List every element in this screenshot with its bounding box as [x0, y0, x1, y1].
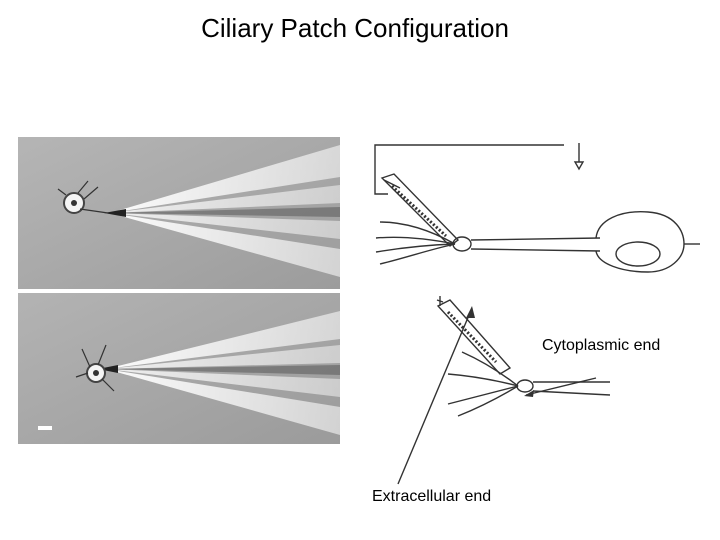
- label-extracellular-end: Extracellular end: [372, 488, 492, 505]
- circuit-wire: [374, 144, 564, 195]
- detached-patch: [516, 379, 534, 393]
- slide-title: Ciliary Patch Configuration: [201, 13, 509, 43]
- ground-icon: [573, 161, 585, 171]
- scale-bar: [38, 426, 52, 430]
- micrograph-top: [18, 137, 340, 289]
- arrow-cytoplasmic: [525, 377, 597, 396]
- arrow-extracellular: [397, 307, 473, 485]
- micrograph-bottom: [18, 293, 340, 444]
- nucleus: [615, 241, 661, 267]
- dendritic-knob: [452, 236, 472, 252]
- label-cytoplasmic-end: Cytoplasmic end: [542, 337, 661, 354]
